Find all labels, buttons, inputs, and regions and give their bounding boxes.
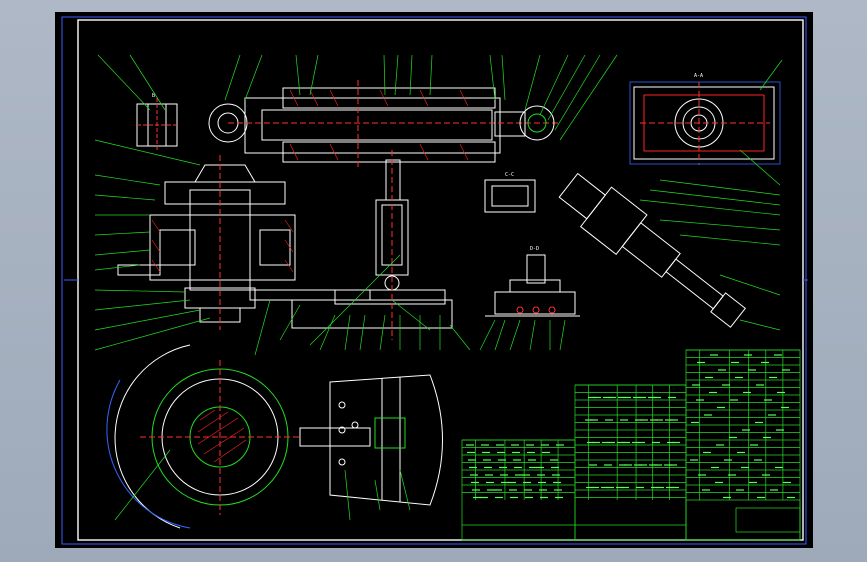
shaft-hatch — [197, 409, 247, 463]
leader-line — [94, 309, 201, 331]
leader-line — [394, 54, 399, 96]
leader-line — [554, 54, 601, 131]
gripper-arm — [558, 172, 746, 328]
leader-line — [391, 299, 431, 331]
leader-line — [279, 304, 301, 341]
leader-line — [379, 314, 386, 351]
leader-line — [224, 54, 241, 101]
label-view-d: D-D — [530, 246, 539, 252]
leader-line — [429, 54, 433, 96]
title-block — [685, 499, 801, 541]
leader-line — [719, 274, 781, 296]
leader-line — [559, 54, 618, 141]
leader-line — [529, 319, 536, 351]
leader-line — [114, 449, 171, 521]
section-c-c — [484, 179, 536, 213]
leader-line — [94, 317, 211, 351]
leader-line — [509, 319, 521, 351]
leader-line — [344, 469, 351, 521]
parts-list-table — [461, 349, 801, 541]
leader-line — [374, 479, 381, 511]
leader-line — [309, 254, 401, 346]
leader-line — [759, 59, 783, 91]
cylinder-hatch — [289, 89, 469, 161]
leader-line — [649, 189, 781, 206]
leader-line — [319, 314, 336, 351]
leader-line — [94, 289, 186, 293]
leader-line — [679, 234, 781, 246]
leader-line — [359, 314, 366, 351]
leader-line — [94, 231, 151, 236]
leader-line — [309, 54, 319, 96]
leader-line — [94, 194, 156, 201]
leader-line — [547, 54, 586, 121]
leader-line — [344, 314, 351, 351]
label-view-b: B — [152, 93, 155, 99]
label-view-c: C-C — [505, 172, 514, 178]
label-view-a: A-A — [694, 73, 703, 79]
leader-line — [94, 264, 141, 271]
leader-line — [659, 179, 781, 196]
leader-line — [94, 249, 151, 256]
dimension-frame-a — [629, 81, 781, 165]
leader-line — [489, 54, 496, 101]
base-hatch — [151, 219, 294, 273]
column-view — [249, 150, 453, 340]
leader-line — [479, 319, 496, 351]
leader-line — [409, 54, 413, 96]
leader-lines — [94, 54, 783, 521]
leader-line — [244, 54, 263, 101]
detail-view-b — [136, 98, 178, 150]
leader-line — [254, 299, 271, 356]
leader-line — [295, 54, 301, 96]
leader-line — [659, 219, 781, 231]
leader-line — [639, 199, 781, 216]
leader-line — [94, 139, 201, 166]
title-cell — [735, 507, 801, 533]
leader-line — [501, 54, 506, 101]
cylinder-assembly — [208, 80, 560, 170]
leader-line — [559, 319, 566, 351]
leader-line — [94, 174, 161, 186]
leader-line — [494, 319, 506, 351]
leader-line — [739, 149, 781, 186]
leader-line — [739, 319, 781, 331]
leader-line — [539, 54, 569, 116]
leader-line — [399, 469, 411, 511]
leader-line — [449, 324, 471, 351]
section-a-a — [633, 82, 775, 165]
base-section — [117, 155, 296, 330]
leader-line — [129, 54, 166, 111]
clamp-view — [485, 254, 580, 317]
leader-line — [383, 54, 386, 96]
leader-line — [524, 54, 541, 111]
rotary-plan-view — [106, 344, 371, 529]
leader-line — [97, 54, 151, 111]
leader-line — [94, 299, 191, 311]
plate-view — [329, 374, 443, 506]
